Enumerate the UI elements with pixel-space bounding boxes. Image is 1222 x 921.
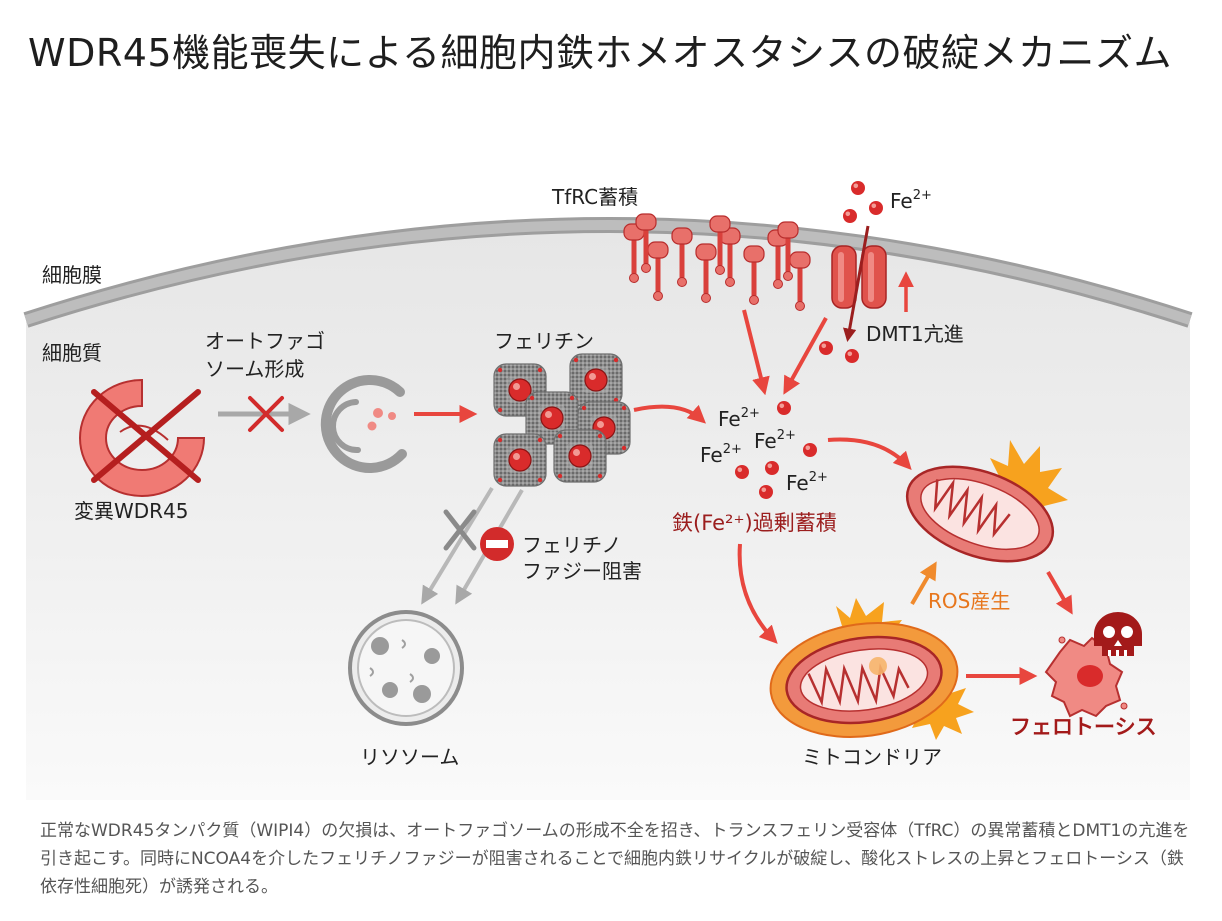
external-iron xyxy=(843,181,883,223)
cross-mark-icon xyxy=(91,389,201,483)
fe-pool-label-1: Fe2+ xyxy=(718,406,760,431)
dmt1-import-arrow xyxy=(843,225,870,342)
ferritinophagy-label-1: フェリチノ xyxy=(522,533,621,557)
ros-label: ROS産生 xyxy=(928,589,1010,613)
dmt1-label: DMT1亢進 xyxy=(866,322,964,346)
lysosome-label: リソソーム xyxy=(360,745,459,769)
autophagosome xyxy=(320,375,407,473)
dmt1-channel xyxy=(831,245,887,309)
iron-to-upper-mito-arrow xyxy=(827,437,912,470)
tfrc-label: TfRC蓄積 xyxy=(551,185,638,209)
fe-pool-label-2: Fe2+ xyxy=(700,442,742,467)
cytoplasm-label: 細胞質 xyxy=(42,341,102,365)
ferritin-label: フェリチン xyxy=(494,329,594,353)
iron-homeostasis-diagram: 細胞膜 細胞質 TfRC蓄積 Fe2+ xyxy=(23,181,1193,800)
ferritinophagy-label-2: ファジー阻害 xyxy=(522,559,642,583)
mitochondria-label: ミトコンドリア xyxy=(802,745,942,769)
fe-external-label: Fe2+ xyxy=(890,188,932,213)
membrane-label: 細胞膜 xyxy=(42,263,102,287)
autophagosome-label-1: オートファゴ xyxy=(205,329,325,353)
ferritinophagy-arrow-1 xyxy=(421,486,494,605)
cross-mark-icon xyxy=(248,396,284,432)
cross-mark-icon xyxy=(443,509,477,551)
iron-to-lower-mito-arrow xyxy=(737,543,778,644)
upper-mitochondrion xyxy=(905,465,1055,563)
caption: 正常なWDR45タンパク質（WIPI4）の欠損は、オートファゴソームの形成不全を… xyxy=(40,821,1190,897)
fe-pool-label-4: Fe2+ xyxy=(786,470,828,495)
dmt1-to-iron-arrow xyxy=(783,317,828,395)
no-entry-icon xyxy=(480,527,514,561)
mutant-wdr45-label: 変異WDR45 xyxy=(74,499,189,523)
skull-icon xyxy=(1094,612,1142,656)
ferritin-to-iron-arrow xyxy=(633,404,706,424)
ferroptosis-label: フェロトーシス xyxy=(1010,715,1157,739)
page-title: WDR45機能喪失による細胞内鉄ホメオスタシスの破綻メカニズム xyxy=(28,31,1172,75)
upper-mito-to-ferroptosis-arrow xyxy=(1046,570,1073,615)
fe-pool-label-3: Fe2+ xyxy=(754,428,796,453)
autophagosome-label-2: ソーム形成 xyxy=(205,357,304,381)
dying-cell xyxy=(1044,636,1128,718)
iron-overload-label: 鉄(Fe²⁺)過剰蓄積 xyxy=(672,511,837,535)
lysosome xyxy=(348,610,464,726)
ros-arrow xyxy=(910,561,937,606)
lower-mitochondrion xyxy=(769,622,959,738)
tfrc-to-iron-arrow xyxy=(742,309,770,396)
